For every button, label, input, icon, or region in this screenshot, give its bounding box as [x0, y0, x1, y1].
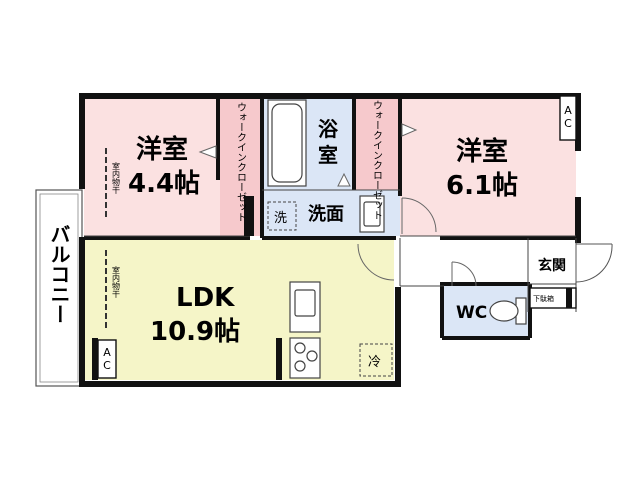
wc-label: WC — [456, 303, 487, 323]
door-swing-icon — [575, 243, 613, 283]
stove-icon — [289, 337, 321, 379]
indoor-dry-label: 室内物干 — [112, 265, 121, 299]
closet-left-label: ウォークインクローゼット — [235, 102, 247, 222]
door-swing-icon — [401, 197, 437, 233]
ldk-size: 10.9帖 — [150, 317, 240, 347]
fridge-mark: 冷 — [368, 355, 381, 370]
shoe-box-label: 下駄箱 — [533, 294, 554, 303]
door-swing-icon — [451, 261, 477, 287]
closet-left — [220, 98, 262, 236]
balcony-inner-line — [39, 193, 79, 383]
ac-mark-right: AC — [562, 104, 575, 130]
sink-icon — [289, 281, 321, 333]
western-left-name: 洋室 — [136, 134, 188, 165]
bath-label-bottom: 室 — [318, 143, 338, 167]
ldk-name: LDK — [176, 283, 235, 313]
western-right-size: 6.1帖 — [446, 171, 518, 201]
balcony-label: バルコニー — [47, 224, 71, 324]
closet-door-marker — [198, 145, 217, 159]
ac-mark-left: AC — [101, 346, 114, 372]
sink-icon — [359, 195, 385, 233]
fridge-space — [359, 343, 393, 377]
door-swing-icon — [357, 243, 395, 281]
washroom-label: 洗面 — [308, 203, 344, 225]
washer-space — [267, 201, 297, 231]
western-left-size: 4.4帖 — [128, 169, 200, 199]
closet-door-marker — [401, 123, 418, 137]
wall-stub — [559, 95, 577, 141]
wall-stub — [244, 196, 254, 236]
room-western-left — [84, 98, 220, 236]
shoe-box — [529, 287, 577, 309]
bath-door-marker — [337, 172, 351, 187]
exterior-walls — [79, 93, 581, 387]
balcony-outline — [35, 189, 83, 387]
wall-stub — [92, 338, 98, 380]
closet-right-label: ウォークインクローゼット — [371, 100, 383, 220]
entrance-label: 玄関 — [538, 257, 566, 274]
shoe-box-edge — [566, 288, 572, 308]
bath-label-top: 浴 — [318, 117, 339, 141]
wall-stub — [97, 339, 117, 379]
bathtub-icon — [267, 99, 307, 187]
room-western-right — [400, 98, 576, 236]
room-ldk — [84, 240, 394, 380]
indoor-dry-label: 室内物干 — [112, 161, 121, 195]
closet-right — [352, 98, 400, 190]
wall-stub — [276, 338, 282, 380]
western-right-name: 洋室 — [456, 136, 508, 167]
toilet-icon — [489, 297, 527, 325]
laundry-mark: 洗 — [274, 211, 287, 226]
